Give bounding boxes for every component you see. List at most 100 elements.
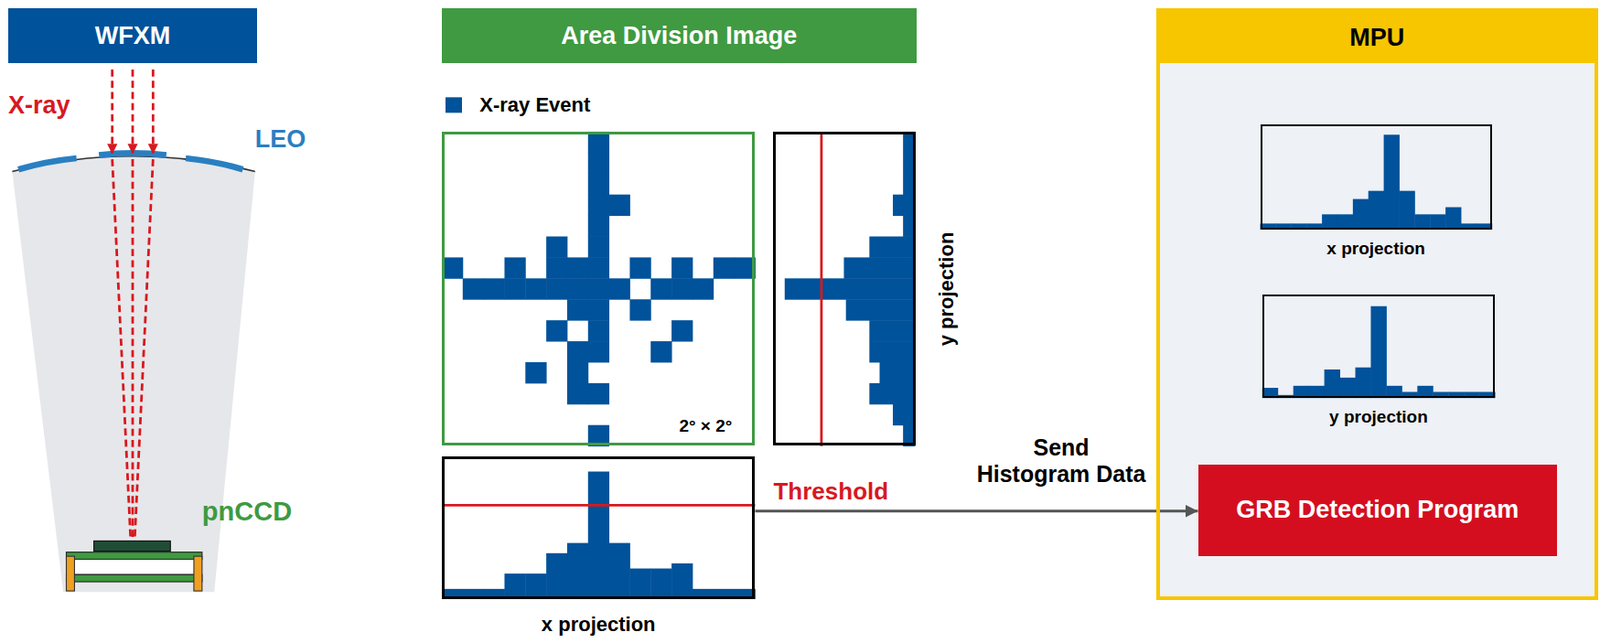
ccd-leg (66, 556, 76, 591)
event-cell (588, 299, 610, 321)
histogram-bar (1414, 214, 1430, 230)
title-banner: Area Division Image (441, 8, 917, 64)
edge-label: Send Histogram Data (975, 434, 1149, 488)
node-label: y projection (1329, 407, 1429, 428)
threshold-line (820, 131, 824, 447)
histogram-bar (629, 569, 651, 600)
histogram-bar (1370, 306, 1386, 398)
histogram-bar (650, 569, 672, 600)
ccd-frame (73, 558, 195, 575)
histogram-bar (1398, 191, 1415, 230)
histogram-bar (869, 341, 915, 363)
node-label: GRB Detection Program (1228, 495, 1526, 525)
event-cell (441, 257, 463, 279)
xray-ray (131, 69, 135, 154)
histogram-bar (892, 404, 916, 426)
node-label: x projection (1326, 238, 1426, 259)
histogram-bar (1368, 191, 1385, 230)
histogram-bar (784, 278, 916, 300)
event-cell (588, 152, 610, 174)
event-cell (525, 362, 547, 384)
legend-label: X-ray Event (479, 93, 591, 117)
annotation-label: X-ray (8, 91, 71, 120)
mpu-panel: MPU x projection y projectionGRB Detection… (1156, 8, 1599, 601)
event-cell (588, 257, 610, 279)
event-cell (567, 299, 589, 321)
annotation-label: Threshold (773, 478, 889, 506)
event-cell (567, 383, 589, 405)
node-label: MPU (1159, 11, 1595, 64)
event-grid (441, 131, 756, 447)
optic-segment (98, 152, 167, 155)
event-cell (588, 215, 610, 237)
event-cell (546, 257, 568, 279)
histogram-bar (1429, 214, 1446, 230)
ccd-chip (94, 540, 172, 551)
histogram-bar (843, 257, 915, 279)
threshold-line (441, 504, 755, 507)
event-cell (734, 257, 756, 279)
histogram-bar (869, 383, 915, 405)
event-cell (546, 236, 568, 258)
event-cell (504, 257, 526, 279)
histogram-bar (869, 320, 915, 342)
event-cell (671, 278, 693, 300)
legend-swatch (445, 96, 462, 114)
event-cell (629, 257, 651, 279)
histogram-bar (1353, 199, 1369, 230)
event-cell (650, 278, 672, 300)
event-cell (588, 173, 610, 195)
annotation-label: pnCCD (202, 496, 292, 527)
histogram-box: x projection (1260, 124, 1493, 230)
focused-ray (131, 159, 135, 539)
event-cell (629, 299, 651, 321)
event-cell (588, 194, 610, 216)
histogram-bar (525, 573, 547, 600)
process-box: GRB Detection Program (1198, 464, 1558, 557)
event-cell (588, 320, 610, 342)
event-cell (504, 278, 526, 300)
ccd-leg (193, 556, 203, 591)
node-label: Area Division Image (553, 21, 805, 51)
event-cell (588, 278, 610, 300)
histogram-bar (880, 362, 916, 384)
event-cell (671, 320, 693, 342)
event-cell (650, 341, 672, 363)
histogram-bar (1445, 207, 1461, 231)
histogram-bar (609, 543, 631, 600)
event-cell (567, 278, 589, 300)
area-grid: 2° × 2° (441, 131, 755, 447)
event-cell (588, 341, 610, 363)
flow-arrow (754, 509, 1198, 513)
event-cell (609, 278, 631, 300)
histogram-bar (546, 553, 568, 600)
focused-ray (112, 159, 131, 539)
event-cell (525, 278, 547, 300)
mpu-panel-fill (1156, 8, 1599, 601)
node-label: x projection (541, 612, 656, 636)
event-cell (713, 257, 735, 279)
histogram-bar (869, 236, 915, 258)
title-banner: WFXM (8, 8, 258, 64)
histogram-bar (1340, 377, 1356, 398)
event-cell (692, 278, 714, 300)
event-cell (546, 278, 568, 300)
xray-ray (151, 69, 155, 154)
histogram-box: x projection (441, 456, 755, 600)
node-label: y projection (934, 231, 958, 346)
event-cell (671, 257, 693, 279)
annotation-label: LEO (255, 125, 307, 154)
focused-ray (134, 159, 153, 539)
event-cell (546, 320, 568, 342)
node-label: 2° × 2° (678, 416, 732, 437)
node-label: WFXM (87, 21, 178, 51)
histogram-bar (504, 573, 526, 600)
histogram-box: y projection (1262, 294, 1495, 398)
event-cell (567, 362, 589, 384)
field-of-view (11, 156, 255, 592)
histogram-bar (892, 194, 916, 216)
event-cell (567, 257, 589, 279)
histogram-bar (1355, 367, 1372, 398)
